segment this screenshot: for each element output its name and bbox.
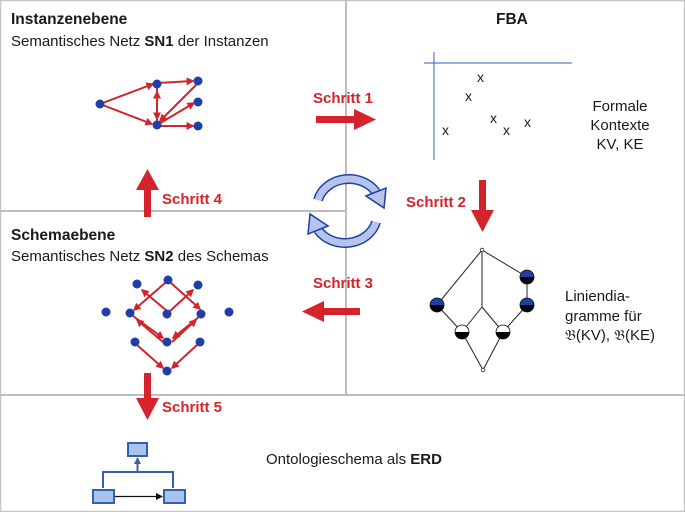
- sn1-node: [152, 79, 162, 89]
- step2-arrow: [471, 180, 494, 232]
- step5-arrow: [136, 373, 159, 420]
- instance-subtitle-pre: Semantisches Netz: [11, 33, 145, 50]
- schema-subtitle-bold: SN2: [144, 248, 174, 265]
- formal-contexts-line2: Kontexte: [590, 117, 650, 134]
- sn2-node: [195, 337, 205, 347]
- sn2-node: [162, 366, 172, 376]
- schema-level-subtitle: Semantisches Netz SN2 des Schemas: [11, 248, 269, 265]
- instance-level-title: Instanzenebene: [11, 11, 128, 28]
- step2-label: Schritt 2: [406, 194, 467, 211]
- sn2-node: [163, 275, 173, 285]
- context-cross: x: [442, 122, 449, 138]
- lattice-node-blue: [429, 297, 445, 313]
- context-cross: x: [465, 88, 472, 104]
- lattice-node-white: [495, 324, 511, 340]
- context-cross: x: [490, 110, 497, 126]
- step5-label: Schritt 5: [162, 399, 223, 416]
- sn1-node: [193, 121, 203, 131]
- sn2-node: [196, 309, 206, 319]
- sn2-node: [162, 337, 172, 347]
- step1-label: Schritt 1: [313, 90, 374, 107]
- schema-subtitle-pre: Semantisches Netz: [11, 248, 145, 265]
- line-diagrams-line2: gramme für: [565, 307, 642, 325]
- schema-subtitle-post: des Schemas: [173, 248, 269, 265]
- formal-contexts-label: Formale Kontexte KV, KE: [578, 97, 662, 154]
- step3-label: Schritt 3: [313, 275, 374, 292]
- sn1-node: [152, 120, 162, 130]
- lattice-node-blue: [519, 297, 535, 313]
- step4-label: Schritt 4: [162, 191, 223, 208]
- cycle-icon: [307, 174, 387, 248]
- sn1-node: [95, 99, 105, 109]
- sn2-node: [132, 279, 142, 289]
- context-cross: x: [503, 122, 510, 138]
- instance-level-subtitle: Semantisches Netz SN1 der Instanzen: [11, 33, 269, 50]
- sn1-network: [95, 76, 203, 131]
- sn1-node: [193, 76, 203, 86]
- fba-title: FBA: [496, 11, 528, 28]
- formal-contexts-line3: KV, KE: [596, 136, 644, 153]
- erd-label: Ontologieschema als ERD: [266, 451, 442, 468]
- erd-label-pre: Ontologieschema als: [266, 451, 411, 468]
- line-diagrams-line3: 𝔅(KV), 𝔅(KE): [565, 327, 655, 344]
- schema-level-title: Schemaebene: [11, 227, 116, 244]
- context-cross: x: [524, 114, 531, 130]
- step1-arrow: [316, 109, 376, 130]
- sn2-node: [193, 280, 203, 290]
- erd-icon: [92, 442, 186, 504]
- line-diagram-lattice: [436, 249, 528, 371]
- lattice-node-blue: [519, 269, 535, 285]
- sn2-node: [125, 308, 135, 318]
- step3-arrow: [302, 301, 360, 322]
- lattice-nodes: [429, 247, 535, 373]
- line-diagrams-line1: Liniendia-: [565, 288, 631, 305]
- context-cross: x: [477, 69, 484, 85]
- sn2-node: [101, 307, 111, 317]
- line-diagrams-label: Liniendia- gramme für 𝔅(KV), 𝔅(KE): [565, 287, 655, 346]
- sn2-node: [162, 309, 172, 319]
- formal-contexts-line1: Formale: [592, 98, 648, 115]
- instance-subtitle-bold: SN1: [144, 33, 174, 50]
- step4-arrow: [136, 169, 159, 217]
- sn2-network: [101, 275, 234, 376]
- sn2-node: [224, 307, 234, 317]
- formal-context-axes: [424, 52, 572, 160]
- lattice-node-white: [454, 324, 470, 340]
- instance-subtitle-post: der Instanzen: [173, 33, 269, 50]
- sn1-node: [193, 97, 203, 107]
- sn2-node: [130, 337, 140, 347]
- erd-label-bold: ERD: [410, 451, 442, 468]
